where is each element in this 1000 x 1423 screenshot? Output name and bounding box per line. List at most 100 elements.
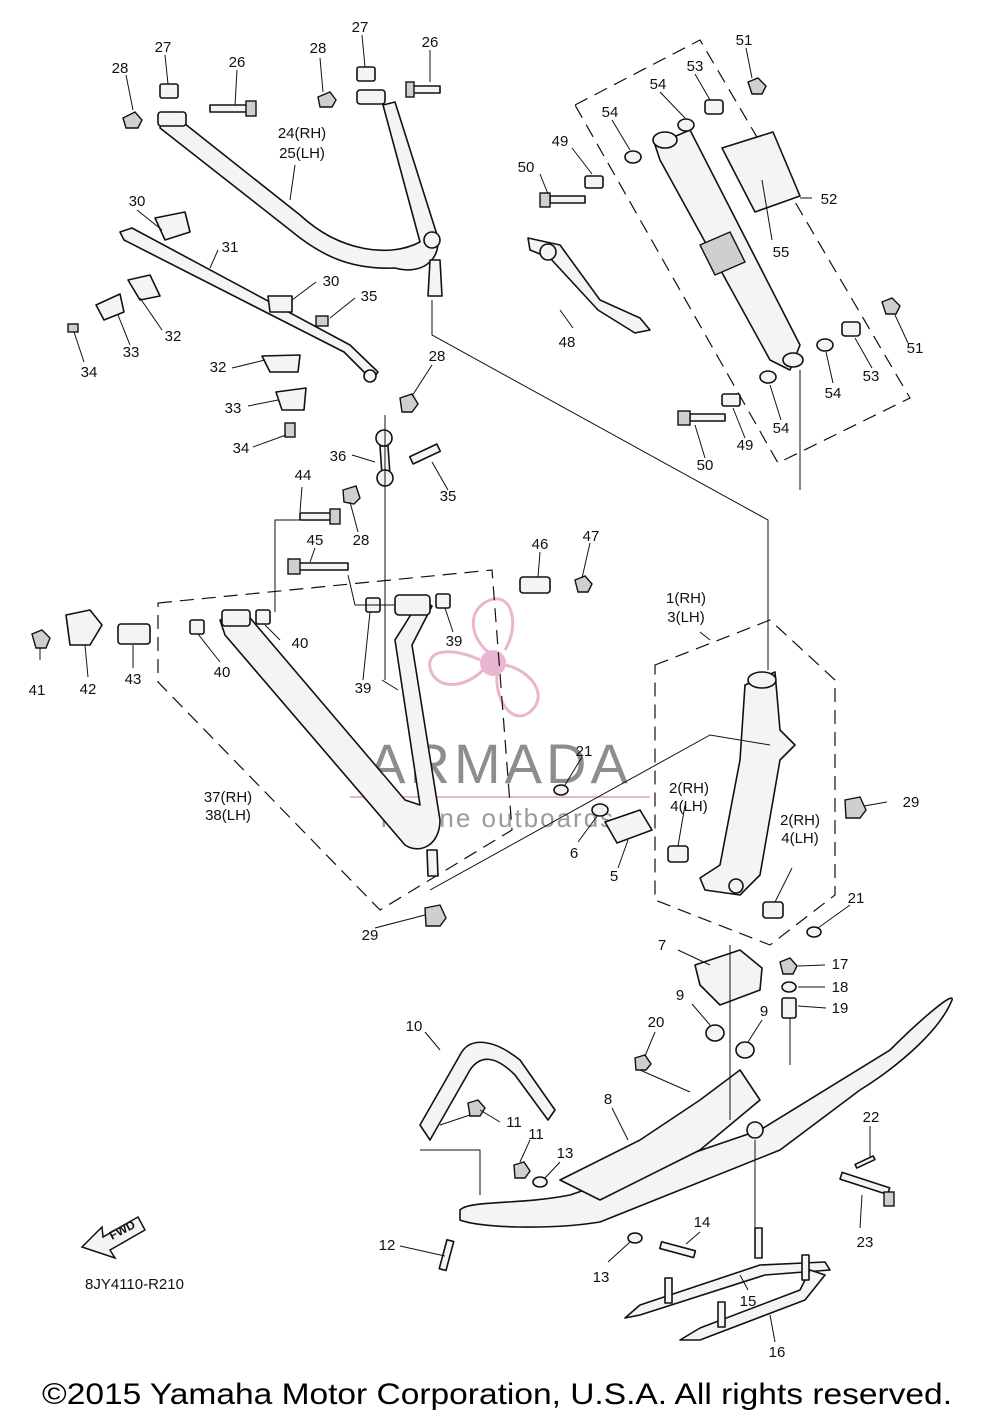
callout-50-a: 50	[518, 159, 535, 176]
bushing-40-1	[189, 619, 205, 635]
callout-28-c: 28	[429, 348, 446, 365]
callout-54-a: 54	[650, 76, 667, 93]
bolt-12	[438, 1238, 455, 1272]
bolt-14	[659, 1240, 697, 1259]
callout-30-a: 30	[129, 193, 146, 210]
bushing-2-upper	[667, 845, 689, 863]
washer-13-upper	[532, 1176, 548, 1188]
nut-41	[31, 629, 51, 649]
collar-19	[781, 997, 797, 1019]
callout-33-b: 33	[225, 400, 242, 417]
bolt-44	[299, 508, 341, 525]
leader-lines	[39, 34, 909, 1343]
callout-49-a: 49	[552, 133, 569, 150]
damper-9-left	[705, 1024, 725, 1042]
callout-2-a: 2(RH)	[669, 780, 709, 797]
stabilizer-bar	[119, 227, 379, 383]
shock-group-box	[574, 39, 911, 464]
bolt-50-2	[677, 410, 726, 426]
callout-14: 14	[694, 1214, 711, 1231]
callout-42: 42	[80, 681, 97, 698]
callout-21-a: 21	[576, 743, 593, 760]
callout-44: 44	[295, 467, 312, 484]
washer-21-upper	[553, 784, 569, 796]
callout-54-b: 54	[602, 104, 619, 121]
lower-a-arm	[219, 594, 441, 877]
callout-38: 38(LH)	[205, 807, 251, 824]
callout-27-b: 27	[352, 19, 369, 36]
bolt-26-left	[209, 100, 257, 117]
upper-a-arm	[157, 89, 443, 297]
callout-53-b: 53	[863, 368, 880, 385]
callout-6: 6	[570, 845, 578, 862]
callout-28-b: 28	[310, 40, 327, 57]
callout-9-a: 9	[676, 987, 684, 1004]
bracket-42	[65, 609, 103, 646]
callout-11-b: 11	[528, 1126, 544, 1143]
bushing-53-2	[841, 321, 861, 337]
callout-12: 12	[379, 1237, 396, 1254]
copyright-notice: ©2015 Yamaha Motor Corporation, U.S.A. A…	[42, 1378, 952, 1411]
callout-7: 7	[658, 937, 666, 954]
callout-40-b: 40	[292, 635, 309, 652]
washer-18	[781, 981, 797, 993]
callout-29-a: 29	[903, 794, 920, 811]
bracket-33-right	[275, 387, 307, 411]
ski	[459, 997, 953, 1228]
shock-absorber	[652, 129, 804, 371]
bracket-33-left	[95, 293, 125, 321]
propeller-icon	[428, 597, 540, 718]
lower-arm-group-box	[157, 569, 513, 911]
bolt-45	[287, 558, 349, 575]
callout-17: 17	[832, 956, 849, 973]
ski-pad-7	[694, 949, 763, 1006]
bolt-50-1	[539, 192, 586, 208]
callout-27-a: 27	[155, 39, 172, 56]
callout-4-a: 4(LH)	[670, 798, 708, 815]
bushing-2-lower	[762, 901, 784, 919]
nut-17	[779, 957, 798, 975]
callout-48: 48	[559, 334, 576, 351]
callout-16: 16	[769, 1344, 786, 1361]
bushing-27-right	[356, 66, 376, 82]
washer-54-2	[677, 118, 695, 132]
washer-21-lower	[806, 926, 822, 938]
collar-49-1	[584, 175, 604, 189]
callout-34-b: 34	[233, 440, 250, 457]
bolt-26-right	[405, 81, 441, 98]
callout-54-d: 54	[773, 420, 790, 437]
ski-hardware	[438, 949, 895, 1272]
callout-49-b: 49	[737, 437, 754, 454]
steering-stop	[527, 237, 651, 334]
callout-15: 15	[740, 1293, 757, 1310]
upper-arm-hardware	[122, 66, 441, 129]
callout-4-b: 4(LH)	[781, 830, 819, 847]
washer-13-lower	[627, 1232, 643, 1244]
stabilizer-brackets	[67, 211, 419, 438]
callout-32-b: 32	[210, 359, 227, 376]
clamp-32-right	[261, 354, 301, 373]
shock-label-55	[721, 131, 801, 213]
washer-54-4	[759, 370, 777, 384]
callout-41: 41	[29, 682, 46, 699]
collar-5	[604, 809, 653, 844]
washer-6	[591, 803, 609, 817]
bushing-53-1	[704, 99, 724, 115]
callout-20: 20	[648, 1014, 665, 1031]
spindle	[699, 671, 796, 896]
bolt-23	[839, 1171, 895, 1207]
wear-bars	[624, 1227, 831, 1341]
callout-26-b: 26	[422, 34, 439, 51]
callouts: 28 27 26 28 27 26 24(RH) 25(LH) 51 54 53…	[29, 19, 924, 1361]
callout-21-b: 21	[848, 890, 865, 907]
clamp-32-left	[127, 274, 161, 301]
callout-5: 5	[610, 868, 618, 885]
damper-9-right	[735, 1041, 755, 1059]
fwd-arrow-icon: FWD	[80, 1215, 147, 1260]
nut-29-lower	[424, 904, 447, 927]
callout-13-a: 13	[557, 1145, 574, 1162]
callout-43: 43	[125, 671, 142, 688]
lower-arm-hardware	[31, 508, 593, 927]
wear-bar-16	[679, 1269, 826, 1341]
bushing-27-left	[159, 83, 179, 99]
